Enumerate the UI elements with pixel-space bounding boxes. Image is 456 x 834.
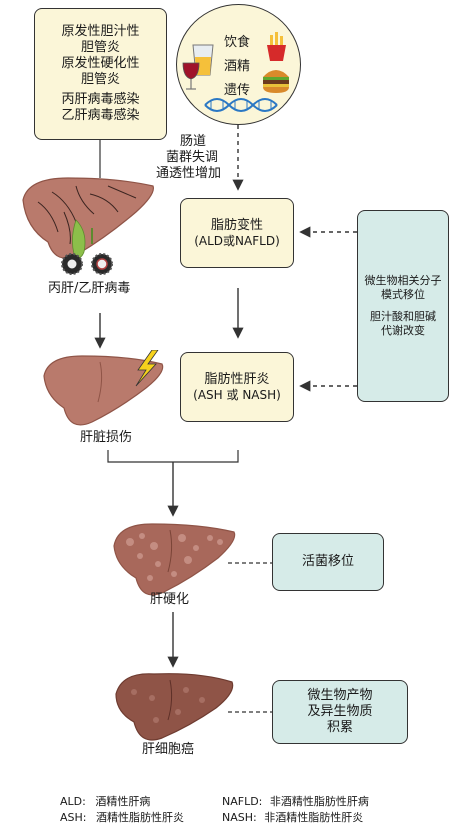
microbial-box: 微生物相关分子 模式移位 胆汁酸和胆碱 代谢改变 xyxy=(357,210,449,402)
lifestyle-alcohol-label: 酒精 xyxy=(224,59,251,74)
cause-line: 胆管炎 xyxy=(80,72,120,87)
legend-desc: 酒精性脂肪性肝炎 xyxy=(96,811,184,824)
translocation-box: 活菌移位 xyxy=(272,533,384,591)
legend-nafld: NAFLD: 非酒精性脂肪性肝病 xyxy=(222,794,369,809)
hamburger-icon xyxy=(263,70,289,93)
microbial-line: 模式移位 xyxy=(381,288,425,301)
lifestyle-diet-label: 饮食 xyxy=(224,35,251,50)
dna-icon xyxy=(204,98,278,112)
microbial-line: 胆汁酸和胆碱 xyxy=(370,310,436,323)
liver-icon xyxy=(115,673,234,741)
cause-line: 乙肝病毒感染 xyxy=(61,108,140,123)
translocation-text: 活菌移位 xyxy=(301,554,354,569)
cirrhosis-label: 肝硬化 xyxy=(150,592,190,607)
merge-bracket xyxy=(107,450,239,463)
cause-line: 丙肝病毒感染 xyxy=(61,92,140,107)
steatohepatitis-title: 脂肪性肝炎 xyxy=(204,371,270,387)
legend-desc: 酒精性肝病 xyxy=(95,795,151,808)
lightning-icon xyxy=(135,350,159,387)
microbial-line: 代谢改变 xyxy=(381,324,425,337)
accumulation-box: 微生物产物 及异生物质 积累 xyxy=(272,680,408,744)
microbial-line: 微生物相关分子 xyxy=(364,274,442,287)
accumulation-line: 积累 xyxy=(326,720,353,735)
hcc-label: 肝细胞癌 xyxy=(142,742,195,757)
legend-abbr: ALD: xyxy=(60,795,86,808)
legend-ash: ASH: 酒精性脂肪性肝炎 xyxy=(60,810,184,825)
legend-desc: 非酒精性脂肪性肝炎 xyxy=(264,811,364,824)
cause-line: 胆管炎 xyxy=(80,40,120,55)
gut-label-3: 通透性增加 xyxy=(156,166,222,181)
liver-icon xyxy=(43,350,164,426)
legend-abbr: NAFLD: xyxy=(222,795,263,808)
accumulation-line: 及异生物质 xyxy=(307,704,373,719)
steatohepatitis-sub: (ASH 或 NASH) xyxy=(193,387,281,402)
gut-label-2: 菌群失调 xyxy=(166,150,219,165)
virus-label: 丙肝/乙肝病毒 xyxy=(48,281,131,296)
steatohepatitis-box: 脂肪性肝炎 (ASH 或 NASH) xyxy=(180,352,294,422)
legend-ald: ALD: 酒精性肝病 xyxy=(60,794,150,809)
cause-line: 原发性硬化性 xyxy=(61,56,140,71)
lifestyle-genetics-label: 遗传 xyxy=(224,83,251,98)
legend-desc: 非酒精性脂肪性肝病 xyxy=(269,795,369,808)
gut-label-1: 肠道 xyxy=(180,134,207,149)
lifestyle-icons xyxy=(182,32,289,112)
virus-icon xyxy=(61,253,83,275)
liver-icon xyxy=(113,523,236,596)
lifestyle-circle: 饮食 酒精 遗传 xyxy=(176,4,301,125)
causes-box: 原发性胆汁性 胆管炎 原发性硬化性 胆管炎 丙肝病毒感染 乙肝病毒感染 xyxy=(34,8,167,140)
fatty-change-title: 脂肪变性 xyxy=(210,217,263,233)
accumulation-line: 微生物产物 xyxy=(307,688,373,703)
virus-icon xyxy=(91,253,113,275)
liver-icon xyxy=(22,177,154,275)
fatty-change-box: 脂肪变性 (ALD或NAFLD) xyxy=(180,198,294,268)
cause-line: 原发性胆汁性 xyxy=(61,24,140,39)
legend-abbr: NASH: xyxy=(222,811,257,824)
wine-glass-icon xyxy=(182,62,200,90)
french-fries-icon xyxy=(267,32,286,61)
legend-nash: NASH: 非酒精性脂肪性肝炎 xyxy=(222,810,363,825)
legend-abbr: ASH: xyxy=(60,811,87,824)
fatty-change-sub: (ALD或NAFLD) xyxy=(194,233,280,248)
liver-injury-label: 肝脏损伤 xyxy=(80,430,133,445)
